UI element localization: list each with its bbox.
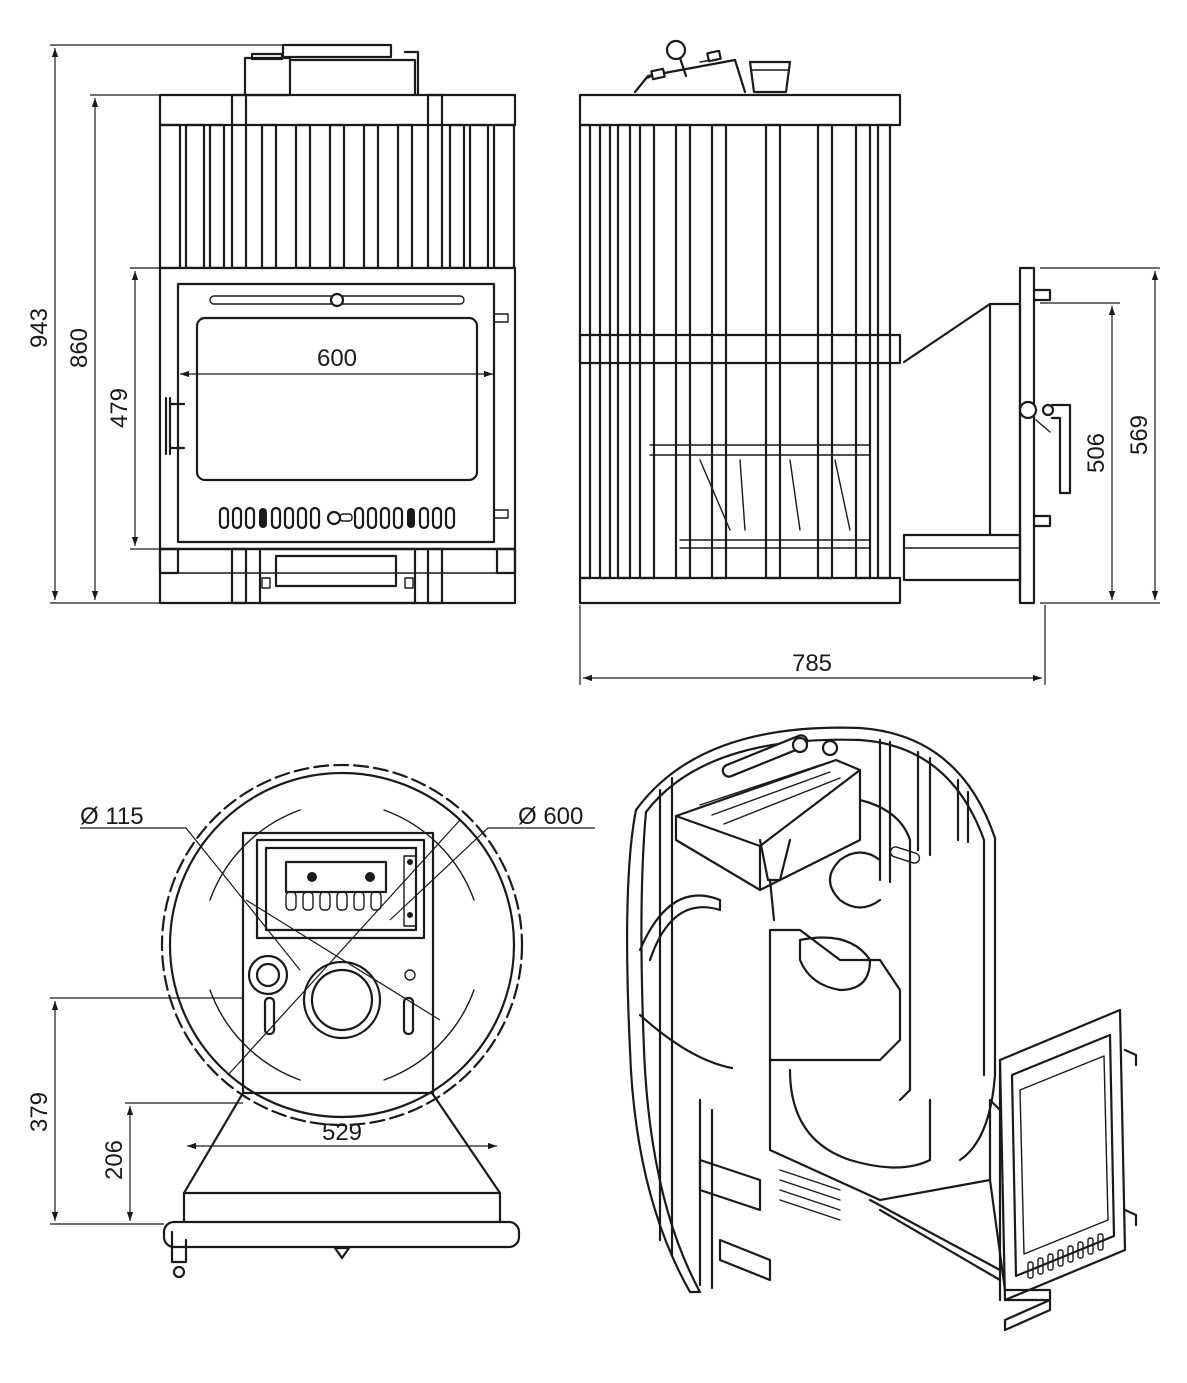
top-dimensions bbox=[50, 997, 497, 1225]
top-view: Ø 115 Ø 600 379 206 529 bbox=[26, 763, 595, 1279]
dim-569-label: 569 bbox=[1126, 415, 1153, 455]
top-grate-bars bbox=[285, 891, 382, 911]
iso-door-slots bbox=[1027, 1233, 1104, 1279]
side-slats bbox=[578, 123, 892, 580]
dim-529-label: 529 bbox=[322, 1119, 362, 1146]
dim-379-label: 379 bbox=[26, 1092, 53, 1132]
side-view: 785 506 569 bbox=[578, 39, 1160, 685]
isometric-cutaway-view bbox=[625, 726, 1138, 1332]
front-upper-slats bbox=[158, 93, 516, 270]
dim-206-label: 206 bbox=[101, 1140, 128, 1180]
dim-785-label: 785 bbox=[792, 650, 832, 677]
dim-body-diameter-label: Ø 600 bbox=[518, 803, 583, 830]
front-view: 943 860 479 600 bbox=[26, 43, 517, 605]
dim-pipe-diameter-label: Ø 115 bbox=[80, 803, 144, 830]
side-dimensions bbox=[579, 267, 1160, 685]
dim-943-label: 943 bbox=[26, 308, 53, 348]
front-air-slots bbox=[218, 506, 456, 530]
iso-cage-slats bbox=[658, 738, 970, 1290]
dim-479-label: 479 bbox=[106, 388, 133, 428]
front-dimensions bbox=[50, 44, 493, 604]
dim-506-label: 506 bbox=[1083, 433, 1110, 473]
dim-600-label: 600 bbox=[317, 345, 357, 372]
dim-860-label: 860 bbox=[66, 328, 93, 368]
